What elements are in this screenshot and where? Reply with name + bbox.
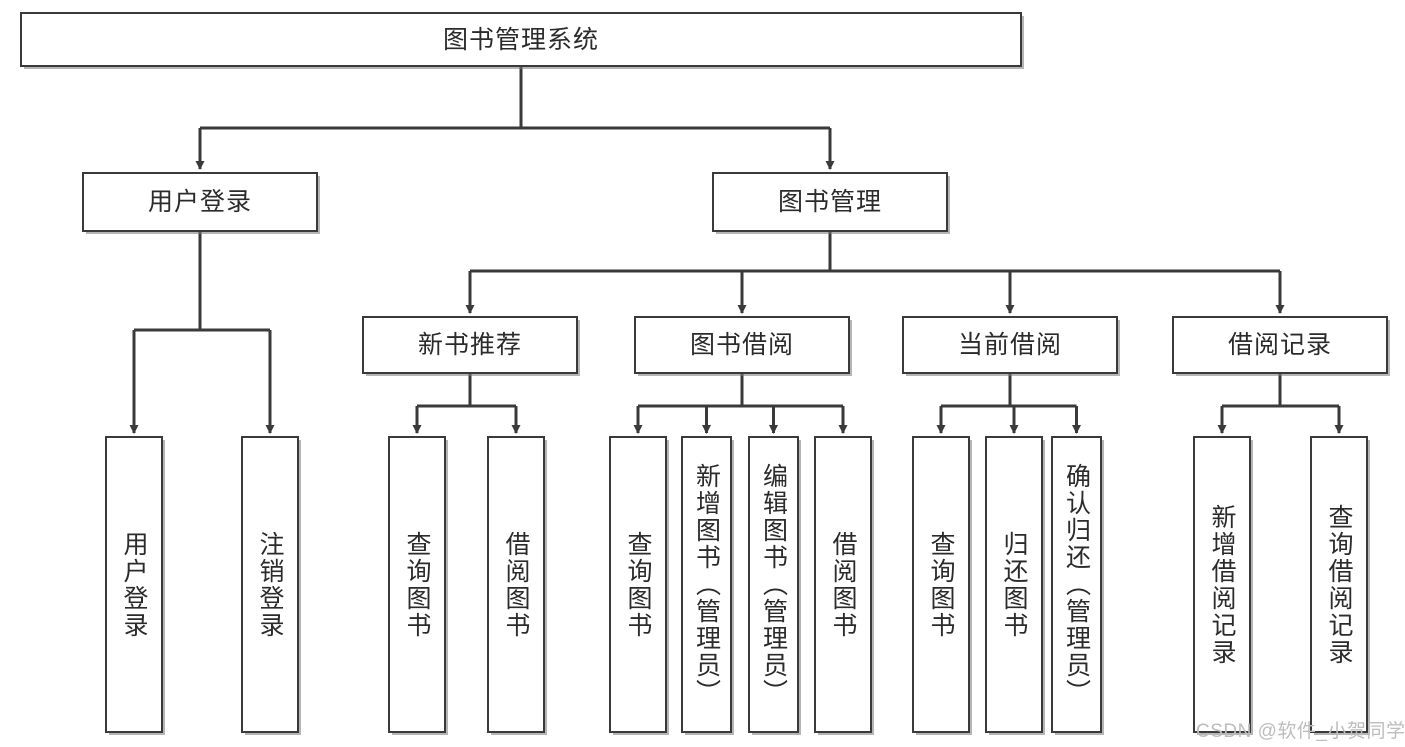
flow-node-label: 新增图书（管理员） xyxy=(692,463,721,706)
flow-node-label: 借阅记录 xyxy=(1227,331,1332,359)
flow-node-label: 图书管理 xyxy=(777,188,882,216)
flow-node-label: 查询图书 xyxy=(403,530,431,639)
flow-node-l-query2[interactable]: 查询图书 xyxy=(609,436,667,733)
flow-node-label: 确认归还（管理员） xyxy=(1062,463,1091,706)
flow-node-label: 注销登录 xyxy=(256,530,284,639)
flow-node-l-borrow1[interactable]: 借阅图书 xyxy=(487,436,545,733)
flow-node-l-borrow2[interactable]: 借阅图书 xyxy=(814,436,872,733)
flow-node-label: 用户登录 xyxy=(147,188,252,216)
flow-node-bookmgmt[interactable]: 图书管理 xyxy=(712,172,948,232)
csdn-watermark: CSDN @软件_小贺同学 xyxy=(1196,721,1405,742)
flow-node-l-query3[interactable]: 查询图书 xyxy=(912,436,970,733)
flow-node-newbook[interactable]: 新书推荐 xyxy=(362,316,578,374)
flow-node-l-queryrec[interactable]: 查询借阅记录 xyxy=(1310,436,1368,733)
flow-node-label: 归还图书 xyxy=(1000,530,1028,639)
flow-node-label: 图书借阅 xyxy=(689,331,794,359)
flow-node-label: 查询图书 xyxy=(624,530,652,639)
flow-node-l-login[interactable]: 用户登录 xyxy=(105,436,163,733)
flow-node-l-logout[interactable]: 注销登录 xyxy=(241,436,299,733)
flow-node-label: 查询借阅记录 xyxy=(1325,503,1353,666)
flow-node-label: 借阅图书 xyxy=(502,530,530,639)
flow-node-l-addrec[interactable]: 新增借阅记录 xyxy=(1193,436,1251,733)
flow-node-label: 新增借阅记录 xyxy=(1208,503,1236,666)
flow-node-label: 新书推荐 xyxy=(417,331,522,359)
flow-node-l-return[interactable]: 归还图书 xyxy=(985,436,1043,733)
flow-node-l-confirm[interactable]: 确认归还（管理员） xyxy=(1051,436,1102,733)
flow-node-borrow[interactable]: 图书借阅 xyxy=(634,316,850,374)
flow-node-label: 借阅图书 xyxy=(829,530,857,639)
flow-node-l-query1[interactable]: 查询图书 xyxy=(388,436,446,733)
flow-node-label: 用户登录 xyxy=(120,530,148,639)
flow-node-login[interactable]: 用户登录 xyxy=(82,172,318,232)
flow-node-label: 编辑图书（管理员） xyxy=(759,463,788,706)
flow-node-label: 当前借阅 xyxy=(957,331,1062,359)
flow-node-current[interactable]: 当前借阅 xyxy=(902,316,1118,374)
flow-node-l-edit[interactable]: 编辑图书（管理员） xyxy=(748,436,799,733)
flow-node-root[interactable]: 图书管理系统 xyxy=(20,12,1022,67)
flow-node-label: 图书管理系统 xyxy=(442,25,599,54)
flow-node-l-add[interactable]: 新增图书（管理员） xyxy=(681,436,732,733)
flow-node-label: 查询图书 xyxy=(927,530,955,639)
flow-node-records[interactable]: 借阅记录 xyxy=(1172,316,1388,374)
